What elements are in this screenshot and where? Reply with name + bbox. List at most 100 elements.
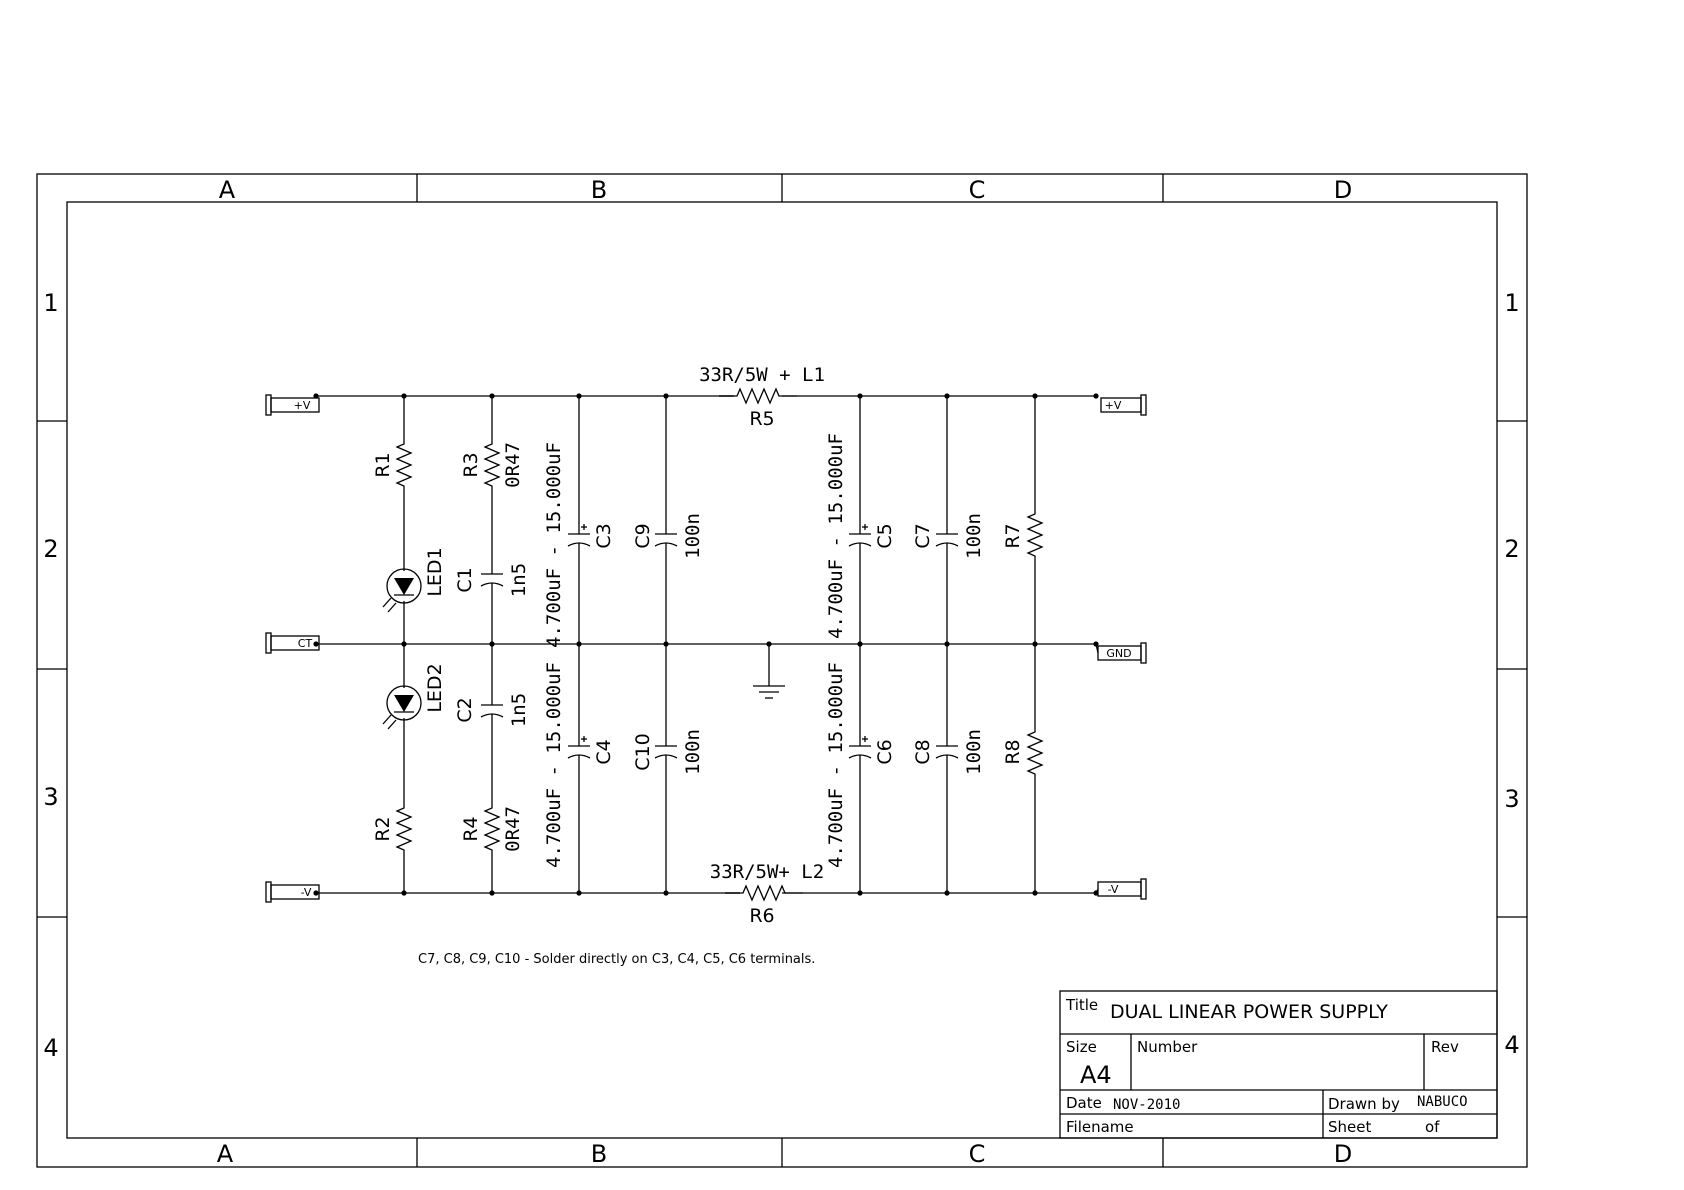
c1-ref: C1: [454, 567, 476, 592]
r3-ref: R3: [460, 452, 482, 477]
port-gnd-right: GND: [1097, 642, 1147, 664]
port-label: +V: [1105, 399, 1122, 412]
size-label: Size: [1066, 1038, 1097, 1056]
resistor-r3: [484, 425, 500, 505]
c8-ref: C8: [912, 739, 934, 764]
title-label: Title: [1065, 996, 1098, 1014]
date-value: NOV-2010: [1113, 1097, 1180, 1113]
r6-value: 33R/5W+ L2: [710, 861, 824, 883]
capacitor-c8: [935, 745, 959, 759]
of-label: of: [1425, 1118, 1440, 1136]
r7-ref: R7: [1002, 523, 1024, 548]
resistor-r4: [484, 789, 500, 869]
c9-value: 100n: [682, 513, 704, 559]
capacitor-c1: [480, 573, 504, 587]
c3-value: 4.700uF - 15.000uF: [543, 442, 565, 648]
c7-ref: C7: [912, 523, 934, 548]
drawn-by-value: NABUCO: [1417, 1094, 1468, 1110]
capacitor-c7: [935, 533, 959, 547]
capacitor-c10: [654, 745, 678, 759]
c9-ref: C9: [632, 523, 654, 548]
sheet-frame: [36, 173, 1528, 1168]
c5-value: 4.700uF - 15.000uF: [825, 433, 847, 639]
title-block: Title DUAL LINEAR POWER SUPPLY Size A4 N…: [1059, 990, 1498, 1139]
r8-ref: R8: [1002, 739, 1024, 764]
rev-label: Rev: [1431, 1038, 1459, 1056]
c2-value: 1n5: [508, 693, 530, 727]
row-label-2: 2: [43, 535, 58, 563]
junction-dots: [313, 393, 1099, 896]
port-label: -V: [1108, 883, 1119, 896]
port-ct-left: CT: [265, 632, 320, 654]
filename-label: Filename: [1066, 1118, 1134, 1136]
port-label: +V: [294, 399, 311, 412]
column-label-d: D: [1334, 176, 1352, 204]
r4-value: 0R47: [502, 806, 524, 852]
c6-ref: C6: [874, 739, 896, 764]
r3-value: 0R47: [502, 442, 524, 488]
component-labels: R1 R3 0R47 LED1 C1 1n5 4.700uF - 15.000u…: [372, 364, 1024, 927]
row-label-4: 4: [43, 1034, 58, 1062]
column-label-b: B: [591, 176, 607, 204]
ground-symbol: [753, 685, 785, 699]
port-plus-v-right: +V: [1100, 394, 1147, 416]
resistor-r7: [1027, 495, 1043, 575]
capacitor-c5: [848, 524, 872, 547]
port-label: CT: [298, 637, 313, 650]
date-label: Date: [1066, 1094, 1102, 1112]
c10-value: 100n: [682, 729, 704, 775]
column-label-a-bottom: A: [217, 1140, 234, 1168]
row-label-3: 3: [43, 783, 58, 811]
capacitor-c2: [480, 704, 504, 718]
led1-ref: LED1: [424, 547, 446, 596]
resistor-r8: [1027, 713, 1043, 793]
column-label-d-bottom: D: [1334, 1140, 1352, 1168]
c5-ref: C5: [874, 523, 896, 548]
port-minus-v-left: -V: [265, 881, 320, 903]
port-minus-v-right: -V: [1097, 878, 1147, 900]
capacitor-c4: [567, 736, 591, 759]
c7-value: 100n: [963, 513, 985, 559]
r5-ref: R5: [749, 408, 774, 430]
sheet-label: Sheet: [1328, 1118, 1371, 1136]
row-label-4-right: 4: [1504, 1031, 1519, 1059]
column-label-a: A: [219, 176, 236, 204]
port-plus-v-left: +V: [265, 394, 320, 416]
column-label-c-bottom: C: [969, 1140, 986, 1168]
assembly-note: C7, C8, C9, C10 - Solder directly on C3,…: [418, 952, 815, 967]
port-label: -V: [301, 886, 312, 899]
port-label: GND: [1106, 647, 1131, 660]
resistor-r2: [396, 789, 412, 869]
row-label-1-right: 1: [1504, 289, 1519, 317]
c6-value: 4.700uF - 15.000uF: [825, 662, 847, 868]
wires: [316, 395, 1099, 894]
grid-labels: A B C D A B C D 1 2 3 4 1 2 3 4: [43, 176, 1519, 1168]
resistor-r1: [396, 425, 412, 505]
sheet-size: A4: [1080, 1061, 1112, 1089]
c8-value: 100n: [963, 729, 985, 775]
row-label-3-right: 3: [1504, 785, 1519, 813]
c10-ref: C10: [632, 733, 654, 770]
c4-ref: C4: [593, 739, 615, 764]
column-label-b-bottom: B: [591, 1140, 607, 1168]
c3-ref: C3: [593, 523, 615, 548]
led1: [382, 568, 422, 613]
led2-ref: LED2: [424, 663, 446, 712]
r2-ref: R2: [372, 816, 394, 841]
r5-value: 33R/5W + L1: [699, 364, 825, 386]
capacitor-c6: [848, 736, 872, 759]
row-label-1: 1: [43, 289, 58, 317]
number-label: Number: [1137, 1038, 1198, 1056]
capacitor-c3: [567, 524, 591, 547]
r1-ref: R1: [372, 452, 394, 477]
drawn-by-label: Drawn by: [1328, 1095, 1400, 1113]
led2: [382, 685, 422, 730]
r6-ref: R6: [749, 905, 774, 927]
capacitor-c9: [654, 533, 678, 547]
row-label-2-right: 2: [1504, 535, 1519, 563]
column-label-c: C: [969, 176, 986, 204]
drawing-title: DUAL LINEAR POWER SUPPLY: [1110, 1001, 1388, 1023]
c4-value: 4.700uF - 15.000uF: [543, 662, 565, 868]
r4-ref: R4: [460, 816, 482, 841]
